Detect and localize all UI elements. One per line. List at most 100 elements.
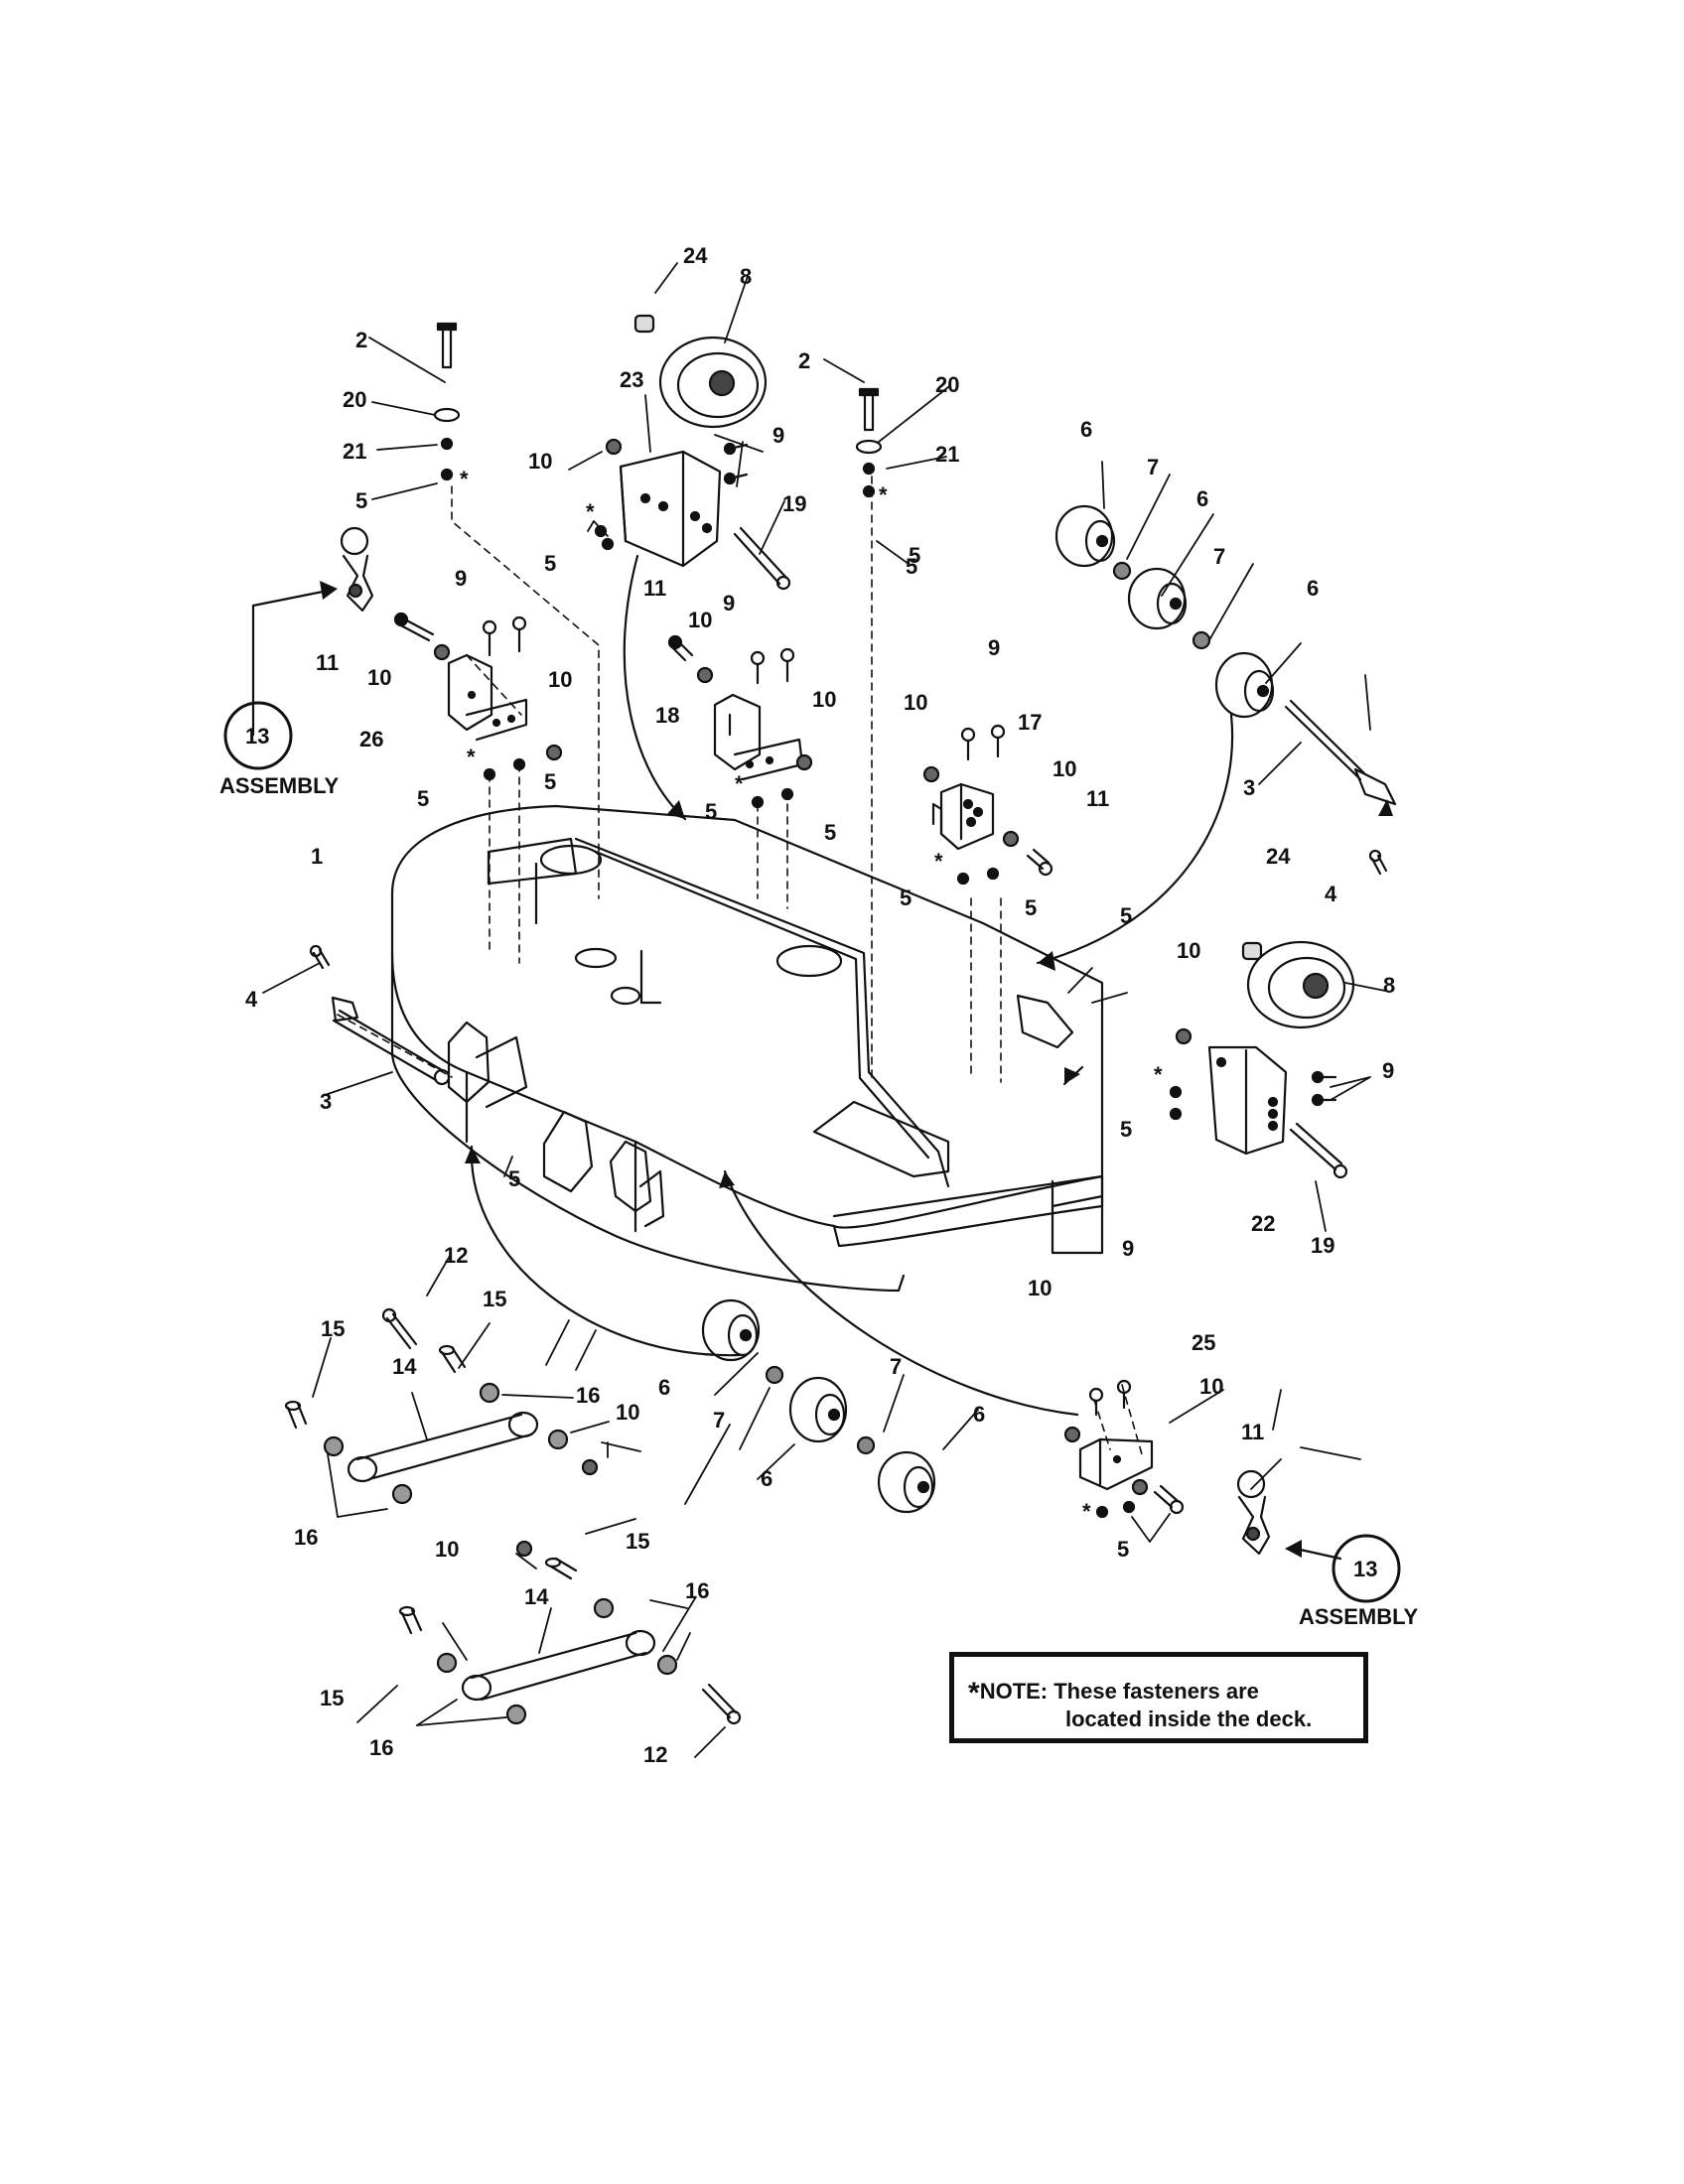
nut-5-i <box>1169 1107 1183 1121</box>
callout-24-top: 24 <box>683 243 708 268</box>
deck-skirt-rear <box>465 1070 637 1233</box>
roller-6-r2 <box>1127 567 1188 630</box>
callout-6-a: 6 <box>1080 417 1092 442</box>
roller-shaft-3-right <box>1284 699 1397 806</box>
callout-9-c: 9 <box>723 591 735 615</box>
nut-5-d <box>751 795 765 809</box>
washer-20-left <box>433 407 461 423</box>
note-text-1: NOTE: These fasteners are <box>979 1679 1259 1704</box>
callout-20-center: 20 <box>935 372 959 397</box>
bolt-11-left <box>393 612 435 642</box>
nut-10-i <box>1063 1426 1081 1443</box>
callout-12-lower: 12 <box>643 1742 667 1767</box>
callout-9-a: 9 <box>772 423 784 448</box>
wheel-8-right <box>1246 940 1355 1029</box>
callout-4-left: 4 <box>245 987 258 1012</box>
callout-16-b: 16 <box>294 1525 318 1550</box>
bolt-9-c <box>750 647 795 685</box>
callout-8-top: 8 <box>740 264 752 289</box>
callout-10-l: 10 <box>435 1537 459 1562</box>
asterisk-marker: * <box>735 771 744 796</box>
deck-rear-roller-bar <box>832 1174 1104 1218</box>
deck-right-pulley-box <box>812 1100 950 1178</box>
callout-2-left: 2 <box>355 328 367 352</box>
roller-6-b1 <box>701 1298 761 1362</box>
asterisk-marker: * <box>879 482 888 507</box>
assembly-13-part-right <box>1236 1469 1271 1556</box>
pin-4-left <box>309 944 331 970</box>
callout-7-a: 7 <box>1147 455 1159 479</box>
note-line-1: *NOTE: These fasteners are <box>968 1673 1259 1709</box>
callout-5-h: 5 <box>900 886 912 910</box>
callout-10-e: 10 <box>812 687 836 712</box>
callout-1: 1 <box>311 844 323 869</box>
deck-spindle-left <box>539 844 603 876</box>
callout-21-left: 21 <box>343 439 366 464</box>
installation-arrows <box>251 554 1342 1561</box>
nut-10-j <box>1131 1478 1149 1496</box>
spacer-7-b1 <box>765 1365 784 1385</box>
callout-5-k: 5 <box>508 1166 520 1191</box>
callout-16-d: 16 <box>369 1735 393 1760</box>
callout-9-e: 9 <box>1382 1058 1394 1083</box>
bushing-16-e <box>593 1597 615 1619</box>
callout-7-b: 7 <box>1213 544 1225 569</box>
callout-6-f: 6 <box>973 1402 985 1427</box>
arrowheads <box>320 581 1393 1558</box>
callout-14-lower: 14 <box>524 1584 549 1609</box>
bushing-16-h <box>505 1704 527 1725</box>
callout-5-f: 5 <box>705 799 717 824</box>
callout-10-g: 10 <box>1052 756 1076 781</box>
pin-4-right <box>1368 849 1388 876</box>
callout-4-right: 4 <box>1325 882 1337 906</box>
nut-5-center <box>862 484 876 498</box>
asterisk-marker: * <box>467 745 476 769</box>
nut-10-k <box>581 1458 599 1476</box>
note-box: *NOTE: These fasteners are located insid… <box>949 1652 1368 1743</box>
nut-10-a <box>605 438 623 456</box>
callout-10-c: 10 <box>548 667 572 692</box>
deck-spindle-right <box>775 944 843 978</box>
note-line-2: located inside the deck. <box>1065 1706 1313 1731</box>
bolt-11-bottom <box>1153 1484 1185 1515</box>
spacer-7-r1 <box>1112 561 1132 581</box>
spacer-7-r2 <box>1192 630 1211 650</box>
nut-21-center <box>862 462 876 476</box>
callout-15-d: 15 <box>320 1686 344 1710</box>
callout-23: 23 <box>620 367 643 392</box>
callout-5-e: 5 <box>544 769 556 794</box>
roller-6-r1 <box>1054 504 1116 568</box>
callout-9-d: 9 <box>988 635 1000 660</box>
bushing-16-d <box>391 1483 413 1505</box>
nut-5-c <box>512 757 526 771</box>
roller-6-b2 <box>788 1376 848 1443</box>
deck-top-outline <box>390 804 1104 1229</box>
bushing-16-a <box>479 1382 500 1404</box>
callout-10-i: 10 <box>1028 1276 1052 1300</box>
caster-bracket-23 <box>619 450 722 568</box>
caster-bracket-22 <box>1207 1045 1288 1156</box>
bolt-2-left <box>436 322 458 369</box>
callout-15-c: 15 <box>626 1529 649 1554</box>
callout-5-b: 5 <box>544 551 556 576</box>
asterisk-marker: * <box>1082 1499 1091 1524</box>
callout-11-a: 11 <box>316 650 339 675</box>
wheel-8-top <box>658 336 768 429</box>
bushing-15-d <box>398 1605 423 1635</box>
nut-5-star-left <box>594 524 608 538</box>
nut-5-h <box>1169 1085 1183 1099</box>
assembly-guide-lines <box>337 476 1143 1455</box>
deck-baffle-channel <box>574 837 950 1188</box>
bolt-2-center <box>858 387 880 432</box>
mower-deck-housing <box>390 804 1104 1293</box>
bracket-26 <box>447 653 528 742</box>
roller-6-r3 <box>1214 651 1275 719</box>
nut-5-f <box>956 872 970 886</box>
deck-idler-lever <box>639 949 662 1005</box>
deck-hanger-bracket-center <box>542 1110 594 1193</box>
callout-25: 25 <box>1192 1330 1215 1355</box>
callout-5-l: 5 <box>1120 1117 1132 1142</box>
callout-10-b: 10 <box>367 665 391 690</box>
bushing-15-a <box>438 1344 467 1374</box>
bushing-16-f <box>656 1654 678 1676</box>
